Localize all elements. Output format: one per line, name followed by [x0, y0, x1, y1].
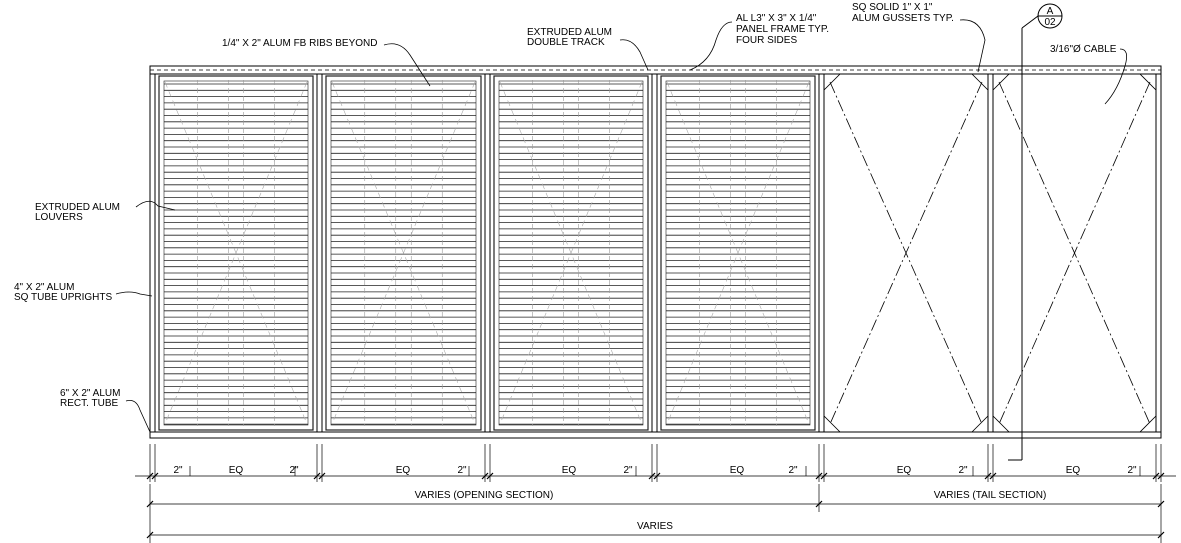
leader-louvers — [135, 200, 176, 211]
dim-tick — [820, 472, 828, 480]
callout-gussets-line2: ALUM GUSSETS TYP. — [852, 13, 954, 24]
louver-panel-1 — [158, 75, 314, 431]
upright-2 — [316, 73, 323, 433]
dim-row1-label: 2" — [958, 465, 968, 476]
leader-gussets — [959, 19, 986, 73]
gusset — [971, 73, 989, 91]
dim-overall: VARIES — [637, 521, 673, 532]
tail-cables — [823, 73, 1157, 433]
upright-6 — [987, 73, 994, 433]
gusset — [992, 73, 1010, 91]
bottom-rect-tube — [149, 431, 1162, 439]
dimension-lines — [135, 444, 1176, 543]
dim-row1-label: EQ — [396, 465, 411, 476]
dim-row1-label: EQ — [730, 465, 745, 476]
callout-uprights-line1: 4" X 2" ALUM — [14, 282, 74, 293]
leader-double-track — [619, 39, 649, 71]
dim-tail-section: VARIES (TAIL SECTION) — [934, 490, 1047, 501]
dim-tick — [1152, 472, 1160, 480]
louver-panel-3 — [493, 75, 649, 431]
dim-row1-label: EQ — [229, 465, 244, 476]
dim-row1-label: 2" — [289, 465, 299, 476]
cable-diagonal — [829, 81, 983, 425]
dim-tick — [146, 472, 154, 480]
dim-tick — [984, 472, 992, 480]
dim-tick — [313, 472, 321, 480]
louver-panel-4 — [660, 75, 816, 431]
upright-4 — [651, 73, 658, 433]
gusset — [971, 415, 989, 433]
dim-tick — [815, 472, 823, 480]
brace-beyond — [499, 81, 643, 425]
louver-panel-inner-2 — [330, 80, 477, 426]
gusset — [1139, 415, 1157, 433]
louver-panel-2 — [325, 75, 482, 431]
louver-panel-inner-1 — [163, 80, 309, 426]
dim-tick — [486, 472, 494, 480]
callout-louvers-line1: EXTRUDED ALUM — [35, 202, 120, 213]
dim-tick — [146, 531, 154, 539]
upright-3 — [484, 73, 491, 433]
dim-row1-label: 2" — [457, 465, 467, 476]
leader-fb-ribs — [383, 43, 431, 87]
upright-5 — [818, 73, 825, 433]
dim-row1-label: 2" — [623, 465, 633, 476]
dim-row1-label: EQ — [1066, 465, 1081, 476]
upright-1 — [149, 73, 156, 433]
callout-leaders — [115, 19, 1128, 433]
gusset — [823, 73, 841, 91]
callout-panel-frame-line1: AL L3" X 3" X 1/4" — [736, 13, 817, 24]
callout-panel-frame-line3: FOUR SIDES — [736, 35, 797, 46]
dim-row1-label: EQ — [897, 465, 912, 476]
section-marker-letter: A — [1047, 6, 1054, 17]
louver-panel-inner-4 — [665, 80, 811, 426]
gate-frame — [149, 15, 1162, 461]
dim-row1-label: 2" — [788, 465, 798, 476]
callout-fb-ribs: 1/4" X 2" ALUM FB RIBS BEYOND — [222, 38, 377, 49]
callout-uprights-line2: SQ TUBE UPRIGHTS — [14, 292, 112, 303]
leader-uprights — [115, 291, 153, 297]
section-cut-head — [1021, 15, 1039, 29]
dim-tick — [146, 500, 154, 508]
callout-rect-tube-line1: 6" X 2" ALUM — [60, 388, 120, 399]
leader-rect-tube — [125, 400, 151, 433]
upright-7 — [1155, 73, 1162, 433]
dim-row1-label: 2" — [173, 465, 183, 476]
dim-tick — [1157, 531, 1165, 539]
callout-panel-frame-line2: PANEL FRAME TYP. — [736, 24, 829, 35]
dim-tick — [1157, 500, 1165, 508]
dim-row1-label: 2" — [1127, 465, 1137, 476]
leader-panel-frame — [689, 21, 733, 71]
brace-beyond — [164, 81, 308, 425]
leader-cable — [1104, 48, 1128, 105]
louver-panels — [158, 75, 816, 431]
callout-double-track-line2: DOUBLE TRACK — [527, 37, 605, 48]
cable-diagonal — [998, 81, 1151, 425]
dim-tick — [151, 472, 159, 480]
dim-tick — [653, 472, 661, 480]
dim-tick — [1157, 472, 1165, 480]
dim-tick — [318, 472, 326, 480]
louver-panel-inner-3 — [498, 80, 644, 426]
callout-double-track-line1: EXTRUDED ALUM — [527, 27, 612, 38]
gusset — [823, 415, 841, 433]
dim-tick — [648, 472, 656, 480]
brace-beyond — [666, 81, 810, 425]
dim-row1-label: EQ — [562, 465, 577, 476]
callout-cable: 3/16"Ø CABLE — [1050, 44, 1117, 55]
dim-tick — [989, 472, 997, 480]
brace-beyond — [331, 81, 476, 425]
dim-tick — [481, 472, 489, 480]
section-marker-number: 02 — [1044, 17, 1056, 28]
gusset — [992, 415, 1010, 433]
gusset — [1139, 73, 1157, 91]
callout-louvers-line2: LOUVERS — [35, 212, 83, 223]
dim-tick — [815, 500, 823, 508]
dimension-texts: 2" EQ 2" EQ 2" EQ 2" EQ 2" EQ 2" EQ 2" — [173, 465, 1137, 476]
callout-rect-tube-line2: RECT. TUBE — [60, 398, 118, 409]
dim-opening-section: VARIES (OPENING SECTION) — [415, 490, 554, 501]
callout-gussets-line1: SQ SOLID 1" X 1" — [852, 2, 933, 13]
